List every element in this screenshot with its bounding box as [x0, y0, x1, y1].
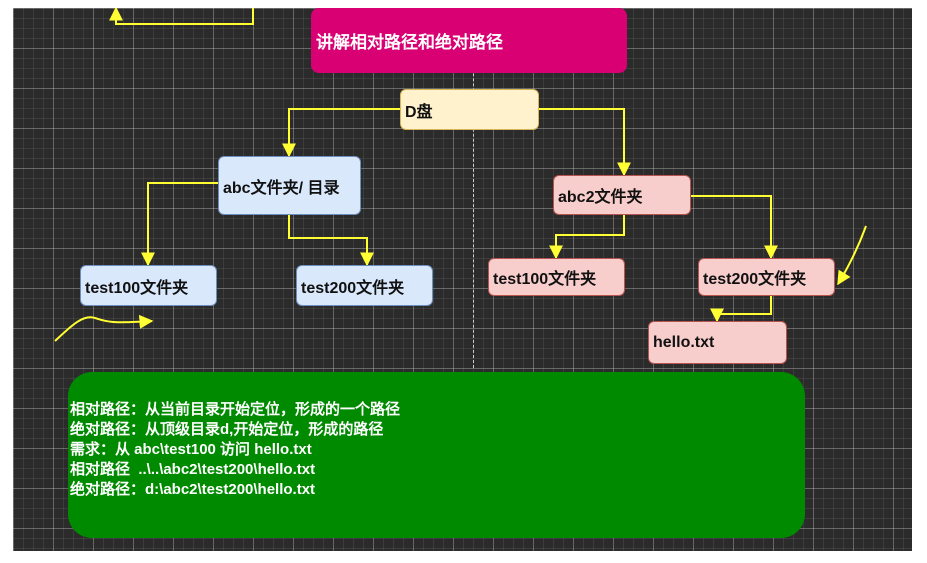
note-relative-path: 相对路径 ..\..\abc2\test200\hello.txt	[70, 461, 316, 478]
note-relative-definition: 相对路径：从当前目录开始定位，形成的一个路径	[70, 401, 401, 418]
connectors	[54, 8, 867, 342]
edge-abc-to-test100	[141, 182, 218, 267]
diagram-title: 讲解相对路径和绝对路径	[316, 33, 503, 52]
edge-top-left-partial	[109, 8, 254, 25]
note-absolute-definition: 绝对路径：从顶级目录d,开始定位，形成的路径	[70, 421, 384, 438]
node-abc-test200-label: test200文件夹	[301, 279, 405, 297]
node-abc2-folder: abc2文件夹	[553, 175, 691, 215]
note-absolute-path: 绝对路径：d:\abc2\test200\hello.txt	[70, 481, 316, 498]
note-requirement: 需求：从 abc\test100 访问 hello.txt	[70, 441, 312, 458]
node-abc2-test200-label: test200文件夹	[703, 271, 807, 288]
edge-abc2-to-test100	[549, 215, 625, 260]
edge-abc2-to-test200	[691, 195, 778, 260]
edge-d-to-abc2	[539, 108, 631, 177]
node-abc-test100: test100文件夹	[80, 265, 217, 306]
decorative-arrow-left	[54, 314, 154, 342]
node-abc2-folder-label: abc2文件夹	[558, 189, 643, 206]
node-hello-txt: hello.txt	[648, 321, 787, 364]
node-d-drive-label: D盘	[405, 103, 433, 121]
divider-line	[473, 8, 474, 368]
diagram-canvas: 讲解相对路径和绝对路径 D盘 abc文件夹/ 目录 test100文件夹 tes…	[13, 8, 912, 551]
node-abc-folder: abc文件夹/ 目录	[218, 156, 361, 215]
node-abc-test200: test200文件夹	[296, 265, 433, 306]
title-box: 讲解相对路径和绝对路径	[311, 8, 627, 73]
node-abc2-test100: test100文件夹	[488, 258, 625, 296]
edge-abc-to-test200	[288, 215, 374, 267]
node-hello-txt-label: hello.txt	[653, 333, 715, 351]
node-abc2-test100-label: test100文件夹	[493, 271, 597, 288]
edge-test200-to-hello	[710, 296, 772, 323]
node-abc2-test200: test200文件夹	[698, 258, 835, 296]
explanation-box: 相对路径：从当前目录开始定位，形成的一个路径 绝对路径：从顶级目录d,开始定位，…	[68, 372, 805, 538]
node-abc-folder-label: abc文件夹/ 目录	[223, 179, 340, 197]
node-d-drive: D盘	[400, 89, 539, 130]
node-abc-test100-label: test100文件夹	[85, 279, 189, 297]
edge-d-to-abc	[282, 108, 400, 158]
decorative-arrow-right	[837, 225, 867, 286]
